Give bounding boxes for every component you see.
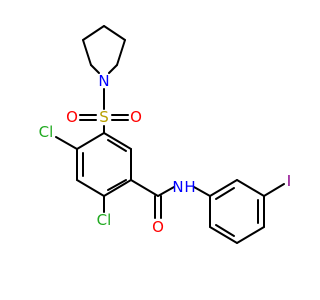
- central-benzene-ring: [76, 132, 132, 197]
- molecule-structure-diagram: N S O O Cl Cl O N H I: [39, 25, 291, 244]
- iodophenyl-ring: [209, 179, 265, 244]
- c-cl-top-bond: [55, 136, 78, 150]
- sulfonyl-double-bonds: [79, 114, 129, 121]
- pyrrolidine-ring: [82, 25, 126, 74]
- sulfonyl-oxygen-right-label: O: [130, 108, 142, 126]
- amide-hydrogen-label: H: [184, 178, 195, 196]
- sulfonyl-oxygen-left-label: O: [66, 108, 78, 126]
- ring-carbonyl-bond: [130, 179, 159, 197]
- n-aryl-bond: [193, 186, 211, 197]
- pyrrolidine-nitrogen-label: N: [98, 72, 109, 90]
- iodine-label: I: [287, 172, 291, 190]
- carbonyl-n-bond: [157, 186, 175, 197]
- chlorine-top-label: Cl: [39, 123, 54, 141]
- c-i-bond: [263, 183, 285, 197]
- sulfur-label: S: [99, 108, 109, 126]
- amide-nitrogen-label: N: [172, 178, 183, 196]
- carbonyl-oxygen-label: O: [152, 218, 164, 236]
- chlorine-bottom-label: Cl: [97, 211, 112, 229]
